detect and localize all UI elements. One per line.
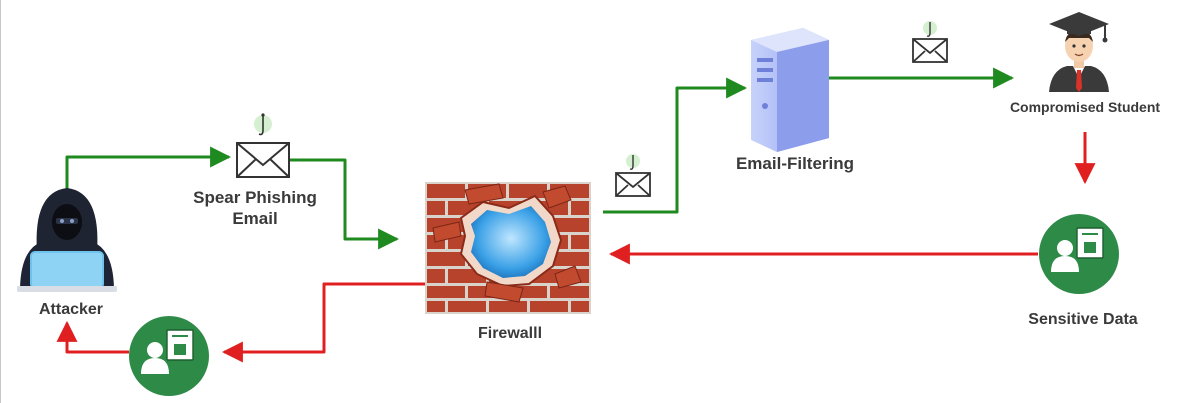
spear-phishing-label-line1: Spear Phishing	[193, 188, 317, 207]
sensitive-data-icon	[129, 316, 209, 396]
phishing-email-icon	[615, 154, 651, 197]
sensitive-data-label: Sensitive Data	[1028, 311, 1138, 328]
spear-phishing-label-line2: Email	[232, 209, 278, 228]
phishing-email-icon	[236, 113, 290, 178]
firewall-label: Firewalll	[477, 325, 543, 342]
arrow-phishing-to-firewall	[290, 158, 400, 250]
phishing-email-icon	[912, 21, 948, 63]
arrow-exfil-to-attacker	[56, 320, 129, 354]
arrow-attacker-to-phishing	[65, 146, 232, 190]
hooded-hacker-icon	[17, 188, 117, 292]
arrow-firewall-to-filter	[603, 77, 748, 214]
graduate-student-icon	[1049, 12, 1109, 92]
arrow-firewall-to-exfil	[221, 282, 425, 363]
spear-phishing-label: Spear Phishing Email	[193, 187, 317, 229]
attacker-label: Attacker	[38, 301, 104, 318]
broken-brick-wall-icon	[425, 182, 591, 314]
email-filtering-label: Email-Filtering	[735, 154, 855, 173]
server-tower-icon	[751, 28, 829, 152]
sensitive-data-icon	[1039, 214, 1119, 294]
compromised-student-label: Compromised Student	[1009, 99, 1161, 115]
